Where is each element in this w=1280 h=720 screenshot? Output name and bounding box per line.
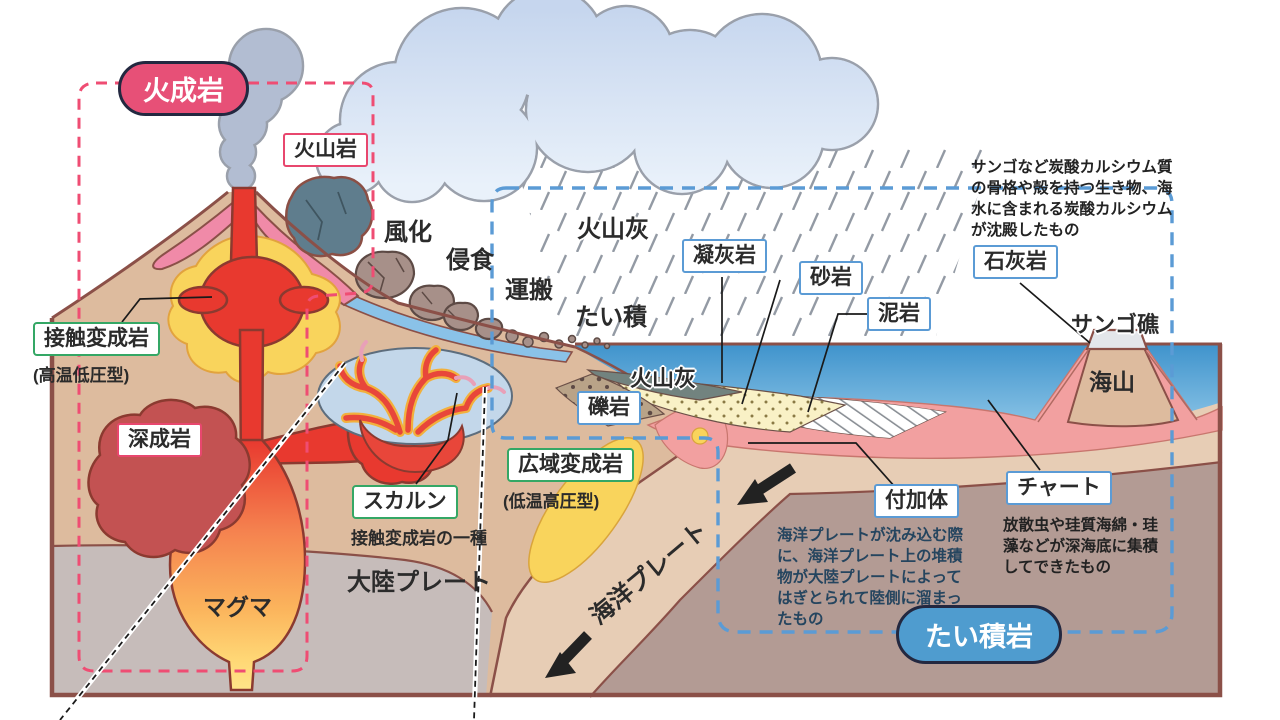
subduction-arrow [545, 463, 796, 678]
sedimentary-group-label: たい積岩 [896, 605, 1062, 664]
ash-fall-label: 火山灰 [577, 216, 649, 243]
volcanic-rock-box: 火山岩 [283, 133, 368, 168]
ash-layer-label: 火山灰 [630, 366, 697, 391]
chert-note: 放散虫や珪質海綿・珪 藻などが深海底に集積 してできたもの [1003, 517, 1159, 577]
igneous-group-label: 火成岩 [118, 61, 249, 116]
mantle [590, 462, 1222, 697]
limestone-note: サンゴなど炭酸カルシウム質 の骨格や殻を持つ生き物、海 水に含まれる炭酸カルシウ… [971, 159, 1173, 240]
contact-metamorphic-box: 接触変成岩 [33, 322, 160, 357]
diagram-frame [49, 318, 1223, 698]
seamount-core [1066, 347, 1180, 428]
seamount-label: 海山 [1089, 369, 1135, 395]
accretionary-note: 海洋プレートが沈み込む際 に、海洋プレート上の堆積 物が大陸プレートによって は… [777, 527, 964, 629]
volcanic-rock-block [285, 175, 374, 258]
ash-layer [585, 369, 743, 401]
tuff-box: 凝灰岩 [682, 239, 767, 274]
deposition-label: たい積 [575, 304, 647, 331]
chert-box: チャート [1006, 471, 1112, 506]
accretionary-box: 付加体 [874, 484, 959, 519]
skarn-body [317, 340, 513, 474]
plutonic-box: 深成岩 [117, 423, 202, 458]
contact-metamorphic-subtitle: (高温低圧型) [33, 366, 130, 385]
river [337, 288, 574, 363]
igneous-group-outline [77, 81, 375, 673]
sandstone-box: 砂岩 [799, 261, 863, 296]
regional-metamorphic-box: 広域変成岩 [507, 448, 634, 483]
leader-lines [121, 277, 1091, 488]
weathering-label: 風化 [384, 219, 432, 246]
continental-plate-label: 大陸プレート [347, 569, 491, 596]
section-dashed-lines [58, 361, 488, 720]
magma-label: マグマ [203, 594, 272, 620]
conglomerate-box: 礫岩 [577, 391, 641, 426]
regional-metamorphic-subtitle: (低温高圧型) [503, 492, 600, 511]
mudstone-box: 泥岩 [867, 297, 931, 332]
coral-reef-label: サンゴ礁 [1071, 312, 1160, 337]
transport-label: 運搬 [505, 277, 553, 304]
ash-cloud [314, 0, 880, 204]
erosion-label: 侵食 [446, 247, 494, 274]
skarn-box: スカルン [352, 485, 458, 520]
skarn-subtitle: 接触変成岩の一種 [351, 529, 487, 548]
sedimentary-group-outline [490, 186, 1174, 634]
limestone-box: 石灰岩 [973, 245, 1058, 280]
